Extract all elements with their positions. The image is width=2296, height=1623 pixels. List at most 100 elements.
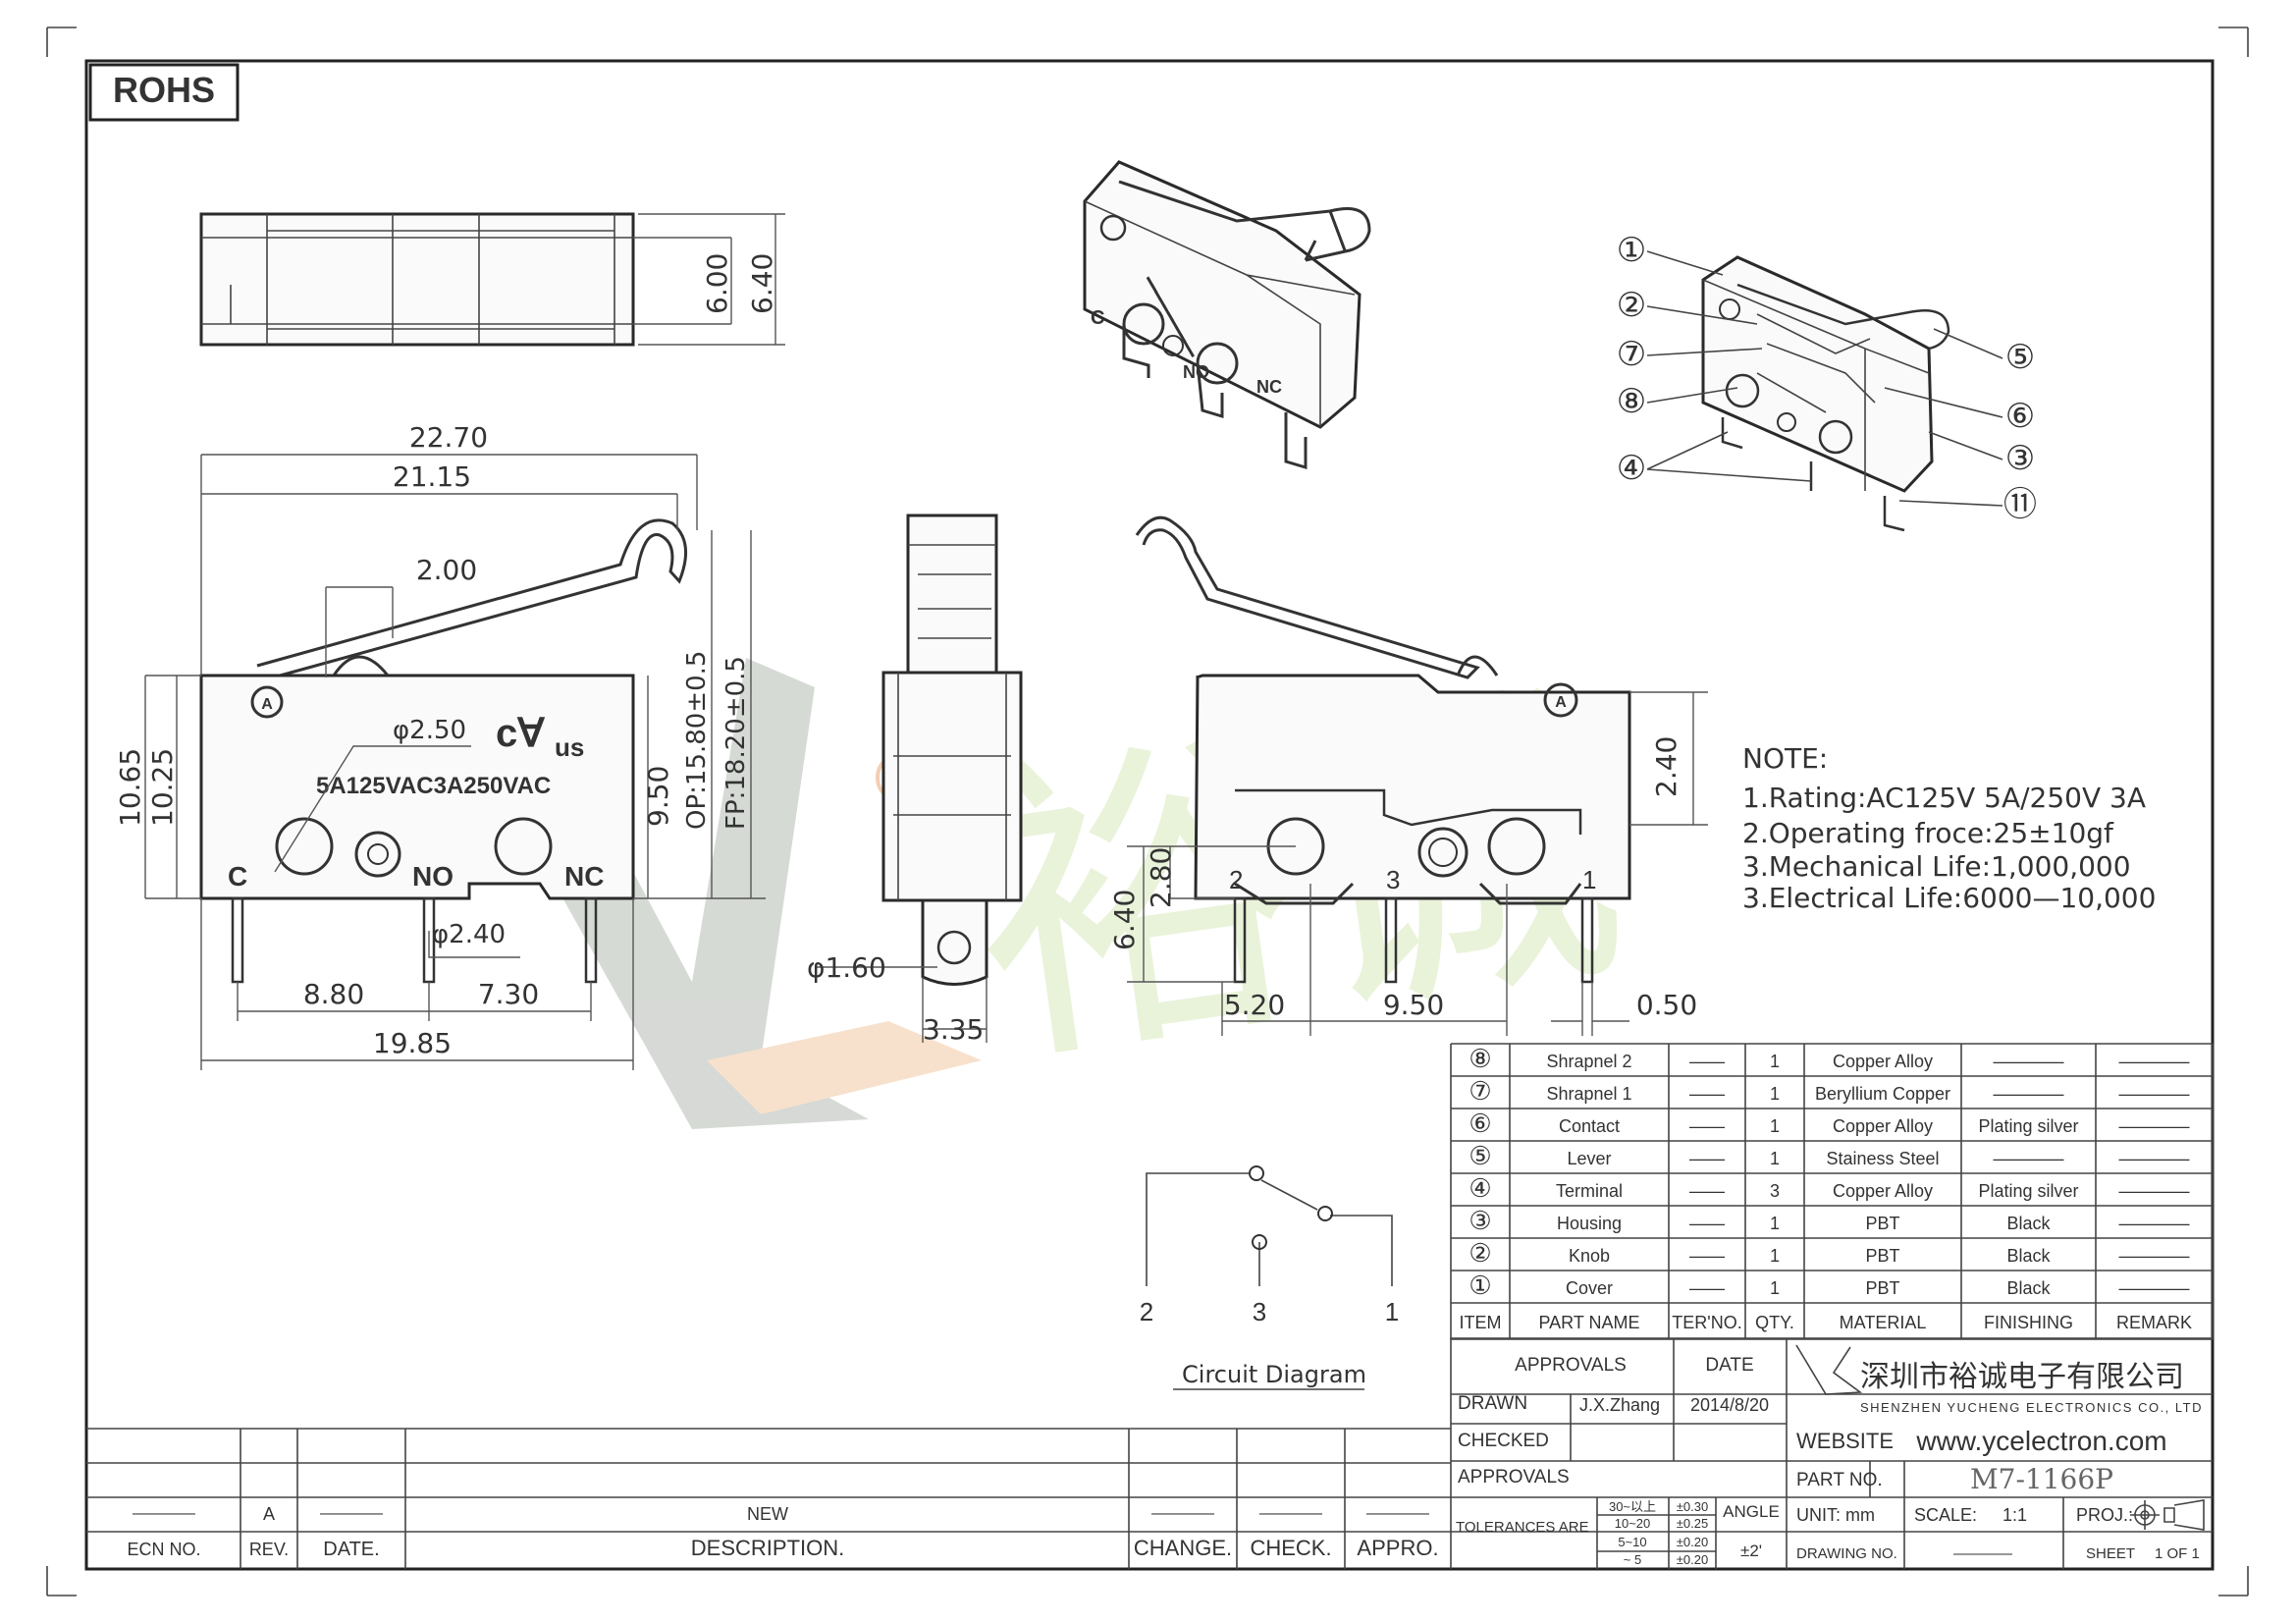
revision-block: ———— A ———— NEW ———— ———— ———— ECN NO. R… — [86, 1428, 1451, 1569]
drawn-date: 2014/8/20 — [1690, 1395, 1769, 1415]
dim-10.25: 10.25 — [146, 748, 179, 827]
company-name-en: SHENZHEN YUCHENG ELECTRONICS CO., LTD — [1860, 1400, 2203, 1415]
dim-22.70: 22.70 — [409, 421, 488, 454]
scale-label: SCALE: — [1914, 1505, 1977, 1525]
bom-cell-material: Stainess Steel — [1826, 1149, 1939, 1168]
checked-label: CHECKED — [1458, 1431, 1549, 1451]
tol-range-2: 10~20 — [1615, 1516, 1651, 1531]
dim-phi2.50: φ2.50 — [393, 716, 466, 745]
bom-cell-name: Contact — [1559, 1116, 1620, 1136]
notes-title: NOTE: — [1742, 742, 1828, 775]
tolerances-label: TOLERANCES ARE — [1456, 1519, 1589, 1536]
rev-ecn-dash: ———— — [133, 1505, 195, 1522]
bom-header-6: REMARK — [2116, 1313, 2192, 1332]
tol-range-1: 30~以上 — [1609, 1499, 1656, 1514]
bom-cell-material: PBT — [1865, 1246, 1899, 1266]
header-rev: REV. — [249, 1540, 289, 1559]
bom-cell-ter: —— — [1689, 1278, 1725, 1298]
bom-header-1: PART NAME — [1538, 1313, 1639, 1332]
header-date: DATE. — [323, 1539, 379, 1560]
bom-cell-item: ① — [1468, 1271, 1491, 1300]
header-appro: APPRO. — [1357, 1536, 1438, 1560]
tol-range-3: 5~10 — [1618, 1535, 1646, 1549]
circuit-pin-3: 3 — [1253, 1297, 1266, 1326]
dim-9.50: 9.50 — [642, 766, 674, 827]
website-value: www.ycelectron.com — [1915, 1426, 2166, 1456]
pin-label-c: C — [228, 861, 247, 892]
bom-cell-material: Copper Alloy — [1833, 1116, 1933, 1136]
bom-cell-qty: 3 — [1770, 1181, 1780, 1201]
svg-text:cⱯ: cⱯ — [496, 712, 545, 755]
bom-cell-remark: ———— — [2119, 1149, 2190, 1168]
rohs-box: ROHS — [88, 63, 240, 122]
tol-range-4: ~ 5 — [1624, 1552, 1641, 1567]
bom-cell-remark: ———— — [2119, 1278, 2190, 1298]
bom-cell-remark: ———— — [2119, 1214, 2190, 1233]
rear-pin-2: 2 — [1229, 865, 1243, 894]
bom-cell-ter: —— — [1689, 1149, 1725, 1168]
tol-value-2: ±0.25 — [1677, 1516, 1708, 1531]
top-view: 6.00 6.40 — [199, 212, 785, 347]
sheet-value: 1 OF 1 — [2155, 1545, 2200, 1562]
bom-cell-item: ② — [1468, 1238, 1491, 1268]
drawn-label: DRAWN — [1458, 1393, 1527, 1414]
proj-label: PROJ.: — [2076, 1505, 2133, 1525]
bom-cell-item: ③ — [1468, 1206, 1491, 1235]
bom-cell-finishing: Black — [2006, 1214, 2051, 1233]
tol-value-1: ±0.30 — [1677, 1499, 1708, 1514]
bom-cell-finishing: Plating silver — [1978, 1181, 2078, 1201]
bom-cell-item: ④ — [1468, 1173, 1491, 1203]
bom-cell-remark: ———— — [2119, 1246, 2190, 1266]
approvals-header: APPROVALS — [1515, 1355, 1627, 1376]
callout-3: ③ — [2005, 440, 2035, 477]
rear-view: A 2 3 1 2.40 6.40 2.80 5.20 9.50 0.50 — [1108, 515, 1708, 1036]
drawing-no-value: ———— — [1953, 1545, 2012, 1562]
dim-2.40: 2.40 — [1650, 736, 1682, 797]
bom-cell-material: Beryllium Copper — [1815, 1084, 1950, 1104]
circuit-pin-2: 2 — [1140, 1297, 1153, 1326]
exploded-view: ① ② ⑦ ⑧ ④ ⑤ ⑥ ③ ⑪ — [1617, 232, 2037, 532]
bom-cell-qty: 1 — [1770, 1246, 1780, 1266]
circuit-diagram: 2 3 1 Circuit Diagram — [1140, 1165, 1399, 1390]
notes: NOTE: 1.Rating:AC125V 5A/250V 3A 2.Opera… — [1742, 742, 2156, 914]
bom-grid — [1450, 1043, 2214, 1340]
pin-label-no: NO — [412, 861, 454, 892]
angle-label: ANGLE — [1723, 1502, 1780, 1521]
bom-cell-ter: —— — [1689, 1246, 1725, 1266]
dim-6.40: 6.40 — [746, 253, 778, 314]
drawing-no-label: DRAWING NO. — [1796, 1545, 1897, 1562]
note-3: 3.Mechanical Life:1,000,000 — [1742, 850, 2131, 883]
bom-cell-qty: 1 — [1770, 1116, 1780, 1136]
iso-pin-c: C — [1091, 307, 1104, 329]
dim-9.50-rear: 9.50 — [1383, 989, 1444, 1021]
dim-21.15: 21.15 — [393, 460, 471, 493]
projection-symbol-icon — [2130, 1499, 2205, 1531]
rear-pin-1: 1 — [1582, 865, 1596, 894]
callout-1: ① — [1617, 232, 1646, 269]
bom-cell-remark: ———— — [2119, 1084, 2190, 1104]
bom-cell-finishing: ———— — [1994, 1084, 2064, 1104]
bom-cell-material: Copper Alloy — [1833, 1052, 1933, 1071]
bom-cell-name: Lever — [1567, 1149, 1611, 1168]
side-view: φ1.60 3.35 — [807, 514, 1023, 1046]
dim-2.00: 2.00 — [416, 554, 477, 586]
drawing-border — [84, 59, 2215, 1571]
corner-marks — [46, 27, 2249, 1596]
header-check: CHECK. — [1250, 1536, 1331, 1560]
bom-cell-item: ⑦ — [1468, 1076, 1491, 1106]
tol-value-4: ±0.20 — [1677, 1552, 1708, 1567]
part-no-value: M7-1166P — [1970, 1463, 2113, 1495]
tol-value-3: ±0.20 — [1677, 1535, 1708, 1549]
company-name-cn: 深圳市裕诚电子有限公司 — [1860, 1361, 2184, 1393]
bom-cell-name: Housing — [1557, 1214, 1622, 1233]
callout-2: ② — [1617, 287, 1646, 324]
rev-date-dash: ———— — [320, 1505, 383, 1522]
bom-cell-name: Shrapnel 1 — [1546, 1084, 1631, 1104]
bom-cell-remark: ———— — [2119, 1181, 2190, 1201]
bom-cell-ter: —— — [1689, 1181, 1725, 1201]
date-header: DATE — [1705, 1355, 1753, 1376]
bom-cell-ter: —— — [1689, 1084, 1725, 1104]
bom-cell-ter: —— — [1689, 1214, 1725, 1233]
